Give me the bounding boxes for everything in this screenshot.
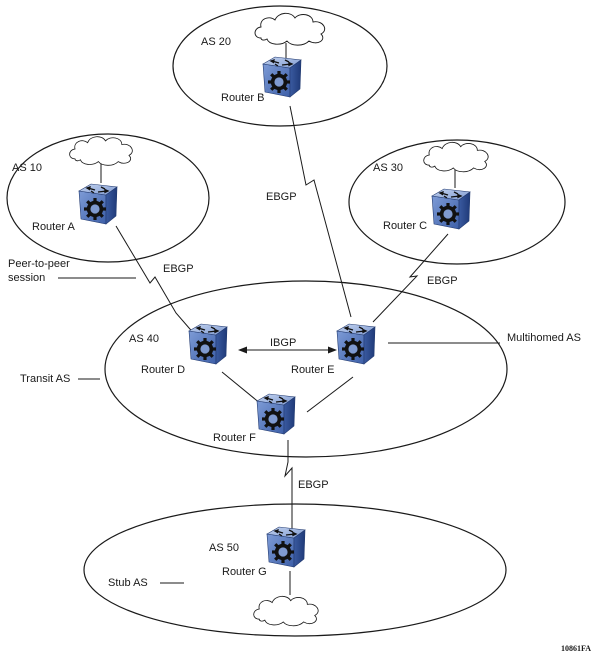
router-e-label: Router E [291, 364, 334, 376]
as40-label: AS 40 [129, 333, 159, 345]
router-e-icon[interactable] [336, 323, 376, 365]
router-g-label: Router G [222, 566, 267, 578]
cloud-icon-as20 [254, 12, 326, 46]
ebgp-ce-label: EBGP [427, 275, 458, 287]
router-d-label: Router D [141, 364, 185, 376]
arrowhead-right-icon [328, 346, 337, 354]
transit-as-label: Transit AS [20, 373, 70, 385]
link-a-d [115, 225, 197, 337]
router-f-icon[interactable] [256, 393, 296, 435]
as50-boundary [83, 503, 507, 637]
as20-label: AS 20 [201, 36, 231, 48]
router-d-icon[interactable] [188, 323, 228, 365]
ebgp-ad-label: EBGP [163, 263, 194, 275]
cloud-icon-as30 [423, 141, 489, 173]
link-f-g [284, 440, 293, 530]
as50-label: AS 50 [209, 542, 239, 554]
router-c-label: Router C [383, 220, 427, 232]
as30-boundary [348, 139, 566, 265]
as40-boundary [104, 280, 508, 458]
link-b-e [289, 105, 352, 318]
link-c-e [372, 233, 449, 323]
router-c-icon[interactable] [431, 188, 471, 230]
as30-label: AS 30 [373, 162, 403, 174]
router-a-label: Router A [32, 221, 75, 233]
peer-to-peer-label-line1: Peer-to-peer [8, 258, 70, 270]
as10-label: AS 10 [12, 162, 42, 174]
cloud-icon-as50 [253, 595, 319, 627]
ibgp-label: IBGP [270, 337, 296, 349]
as10-boundary [6, 133, 210, 263]
link-e-f [306, 376, 354, 413]
router-g-icon[interactable] [266, 526, 306, 568]
as20-boundary [172, 5, 388, 127]
arrowhead-left-icon [238, 346, 247, 354]
router-b-icon[interactable] [262, 56, 302, 98]
figure-id-label: 10861FA [561, 644, 591, 653]
cloud-icon-as10 [69, 136, 133, 166]
peer-to-peer-label-line2: session [8, 272, 45, 284]
ebgp-be-label: EBGP [266, 191, 297, 203]
router-f-label: Router F [213, 432, 256, 444]
link-d-f [221, 371, 262, 405]
ebgp-fg-label: EBGP [298, 479, 329, 491]
router-b-label: Router B [221, 92, 264, 104]
multihomed-as-label: Multihomed AS [507, 332, 581, 344]
stub-as-label: Stub AS [108, 577, 148, 589]
router-a-icon[interactable] [78, 183, 118, 225]
